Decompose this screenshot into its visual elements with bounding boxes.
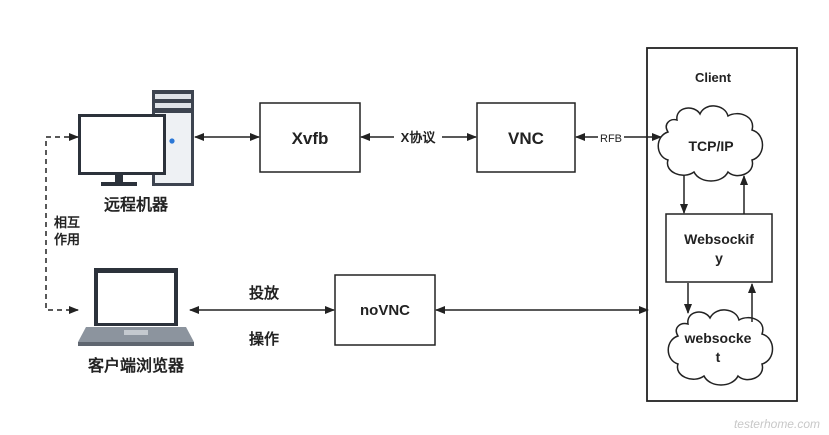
- websocket-cloud: [667, 309, 774, 386]
- client-label: Client: [695, 70, 732, 85]
- tcpip-label: TCP/IP: [688, 138, 733, 154]
- client-container: [646, 47, 798, 402]
- tcpip-cloud: [657, 105, 764, 182]
- websocket-label-line1: websocke: [684, 330, 752, 346]
- novnc-box: [334, 274, 436, 346]
- cast-label: 投放: [249, 284, 280, 302]
- x-protocol-label: X协议: [401, 130, 437, 145]
- remote-machine-label: 远程机器: [104, 195, 169, 214]
- interaction-label-line1: 相互: [54, 215, 80, 230]
- novnc-label: noVNC: [360, 302, 410, 319]
- laptop-icon: [78, 268, 194, 346]
- vnc-label: VNC: [508, 129, 544, 148]
- websockify-box: [665, 213, 773, 283]
- operate-label: 操作: [249, 330, 279, 348]
- watermark-text: testerhome.com: [734, 417, 820, 431]
- interaction-label-line2: 作用: [54, 232, 80, 247]
- remote-machine-icon: [78, 90, 194, 186]
- xvfb-box: [259, 102, 361, 173]
- websocket-label-line2: t: [716, 349, 721, 365]
- websockify-label-line2: y: [715, 250, 723, 266]
- client-browser-label: 客户端浏览器: [88, 356, 185, 375]
- xvfb-label: Xvfb: [292, 129, 329, 148]
- websockify-label-line1: Websockif: [684, 231, 754, 247]
- rfb-label: RFB: [600, 133, 622, 145]
- interaction-dashed-connector: [45, 133, 79, 314]
- vnc-box: [476, 102, 576, 173]
